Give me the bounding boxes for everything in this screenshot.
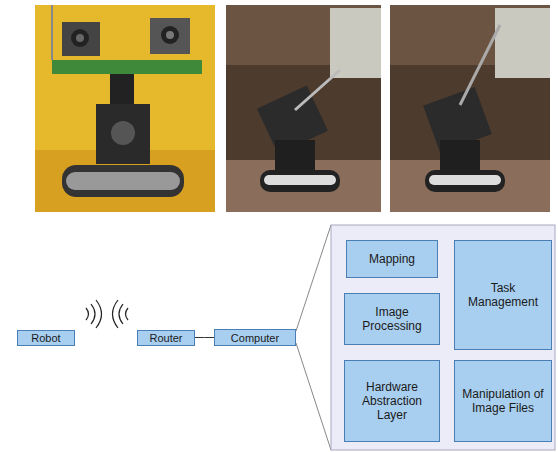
box-label: Image Processing <box>345 305 439 333</box>
process-box: Computer <box>214 329 296 346</box>
box-label: Task Management <box>455 281 551 309</box>
box-label: Router <box>146 332 185 344</box>
detail-panel <box>296 225 555 450</box>
process-box: Hardware Abstraction Layer <box>344 360 440 442</box>
connector-line <box>195 337 214 338</box>
process-box: Robot <box>17 330 75 346</box>
wireless-symbol <box>86 300 128 328</box>
process-box: Manipulation of Image Files <box>454 360 552 442</box>
box-label: Robot <box>28 332 63 344</box>
box-label: Manipulation of Image Files <box>455 387 551 415</box>
process-box: Image Processing <box>344 293 440 345</box>
box-label: Mapping <box>366 252 418 266</box>
process-box: Router <box>137 330 195 346</box>
process-box: Task Management <box>454 240 552 350</box>
robot-photo <box>226 5 381 212</box>
box-label: Computer <box>228 332 282 344</box>
box-label: Hardware Abstraction Layer <box>345 380 439 422</box>
robot-photo <box>35 5 215 212</box>
process-box: Mapping <box>346 240 438 278</box>
robot-photo <box>390 5 550 212</box>
